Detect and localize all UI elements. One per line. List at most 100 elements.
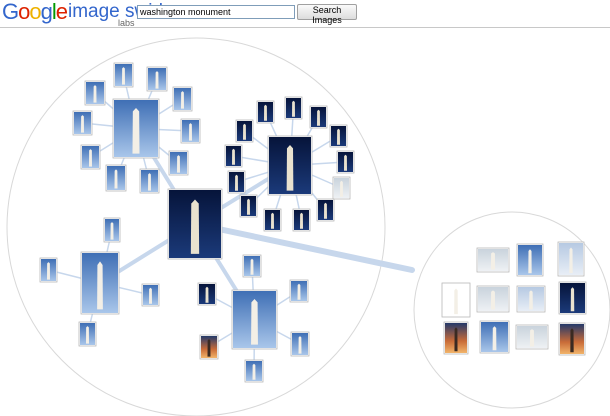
monument-icon — [250, 258, 254, 275]
thumbnail[interactable] — [516, 285, 546, 313]
thumbnail[interactable] — [113, 62, 134, 88]
monument-icon — [298, 336, 302, 354]
monument-icon — [181, 91, 184, 109]
thumbnail[interactable] — [105, 164, 127, 192]
thumbnail[interactable] — [479, 320, 510, 354]
monument-icon — [529, 290, 533, 310]
monument-icon — [190, 199, 200, 254]
google-letter: G — [2, 0, 19, 24]
monument-icon — [155, 71, 159, 89]
monument-icon — [97, 261, 103, 310]
thumbnail[interactable] — [284, 96, 303, 120]
monument-icon — [529, 329, 535, 347]
thumbnail[interactable] — [224, 144, 243, 168]
thumbnail[interactable] — [39, 257, 58, 283]
search-input[interactable] — [137, 5, 295, 19]
google-letter: e — [55, 0, 68, 24]
monument-icon — [286, 144, 294, 191]
cluster-thumbnail[interactable] — [80, 251, 120, 315]
monument-icon — [490, 252, 496, 270]
thumbnail[interactable] — [292, 208, 311, 232]
thumbnail[interactable] — [316, 198, 335, 222]
monument-icon — [251, 298, 258, 345]
thumbnail[interactable] — [72, 110, 93, 136]
thumbnail[interactable] — [256, 100, 275, 124]
monument-icon — [81, 115, 84, 133]
thumbnail[interactable] — [199, 334, 219, 360]
monument-icon — [93, 85, 97, 103]
thumbnail[interactable] — [172, 86, 193, 112]
thumbnail[interactable] — [329, 124, 348, 148]
thumbnail[interactable] — [289, 279, 309, 303]
thumbnail[interactable] — [80, 144, 101, 170]
header: Google image swirl labs Search Images — [0, 0, 610, 28]
header-divider — [0, 27, 610, 28]
monument-icon — [110, 222, 114, 240]
thumbnail[interactable] — [139, 168, 160, 194]
monument-icon — [570, 328, 574, 353]
monument-icon — [205, 286, 209, 303]
cluster-secondary-circle — [413, 211, 610, 409]
monument-icon — [344, 154, 347, 171]
monument-icon — [569, 247, 573, 274]
thumbnail-layer — [39, 62, 587, 383]
thumbnail[interactable] — [239, 194, 258, 218]
thumbnail[interactable] — [443, 321, 469, 355]
labs-label: labs — [118, 18, 135, 28]
monument-icon — [340, 180, 343, 197]
search-images-button[interactable]: Search Images — [297, 4, 357, 25]
thumbnail[interactable] — [146, 66, 168, 92]
google-wordmark: Google — [2, 0, 68, 24]
monument-icon — [132, 107, 140, 154]
thumbnail[interactable] — [558, 281, 587, 315]
thumbnail[interactable] — [476, 285, 510, 313]
thumbnail[interactable] — [476, 247, 510, 273]
monument-icon — [247, 198, 250, 215]
thumbnail[interactable] — [78, 321, 97, 347]
monument-icon — [252, 363, 256, 380]
thumbnail[interactable] — [244, 359, 264, 383]
thumbnail[interactable] — [263, 208, 282, 232]
cluster-thumbnail[interactable] — [112, 98, 160, 159]
monument-icon — [528, 249, 532, 274]
thumbnail[interactable] — [84, 80, 106, 106]
thumbnail[interactable] — [332, 176, 351, 200]
monument-icon — [297, 283, 301, 300]
monument-icon — [243, 123, 246, 140]
thumbnail[interactable] — [516, 243, 544, 277]
monument-icon — [317, 109, 320, 126]
monument-icon — [264, 104, 267, 121]
monument-icon — [122, 67, 125, 85]
cluster-thumbnail[interactable] — [267, 135, 313, 196]
thumbnail[interactable] — [558, 322, 586, 356]
thumbnail[interactable] — [336, 150, 355, 174]
google-letter: o — [18, 0, 30, 24]
monument-icon — [207, 339, 211, 357]
monument-icon — [47, 262, 50, 280]
monument-icon — [454, 288, 458, 315]
monument-icon — [149, 287, 152, 304]
monument-icon — [177, 155, 180, 173]
monument-icon — [454, 327, 458, 352]
google-letter: l — [51, 0, 57, 24]
thumbnail[interactable] — [227, 170, 246, 194]
thumbnail[interactable] — [557, 241, 585, 277]
thumbnail[interactable] — [242, 254, 262, 278]
thumbnail[interactable] — [235, 119, 254, 143]
thumbnail[interactable] — [515, 324, 549, 350]
monument-icon — [300, 212, 303, 229]
monument-icon — [292, 100, 295, 117]
thumbnail[interactable] — [290, 331, 310, 357]
thumbnail[interactable] — [103, 217, 121, 243]
cluster-thumbnail[interactable] — [167, 188, 223, 260]
thumbnail[interactable] — [180, 118, 201, 144]
cluster-thumbnail[interactable] — [231, 289, 278, 350]
thumbnail[interactable] — [168, 150, 189, 176]
monument-icon — [114, 169, 118, 189]
thumbnail[interactable] — [197, 282, 217, 306]
monument-icon — [189, 123, 192, 141]
thumbnail[interactable] — [141, 283, 160, 307]
thumbnail[interactable] — [309, 105, 328, 129]
thumbnail[interactable] — [441, 282, 471, 318]
